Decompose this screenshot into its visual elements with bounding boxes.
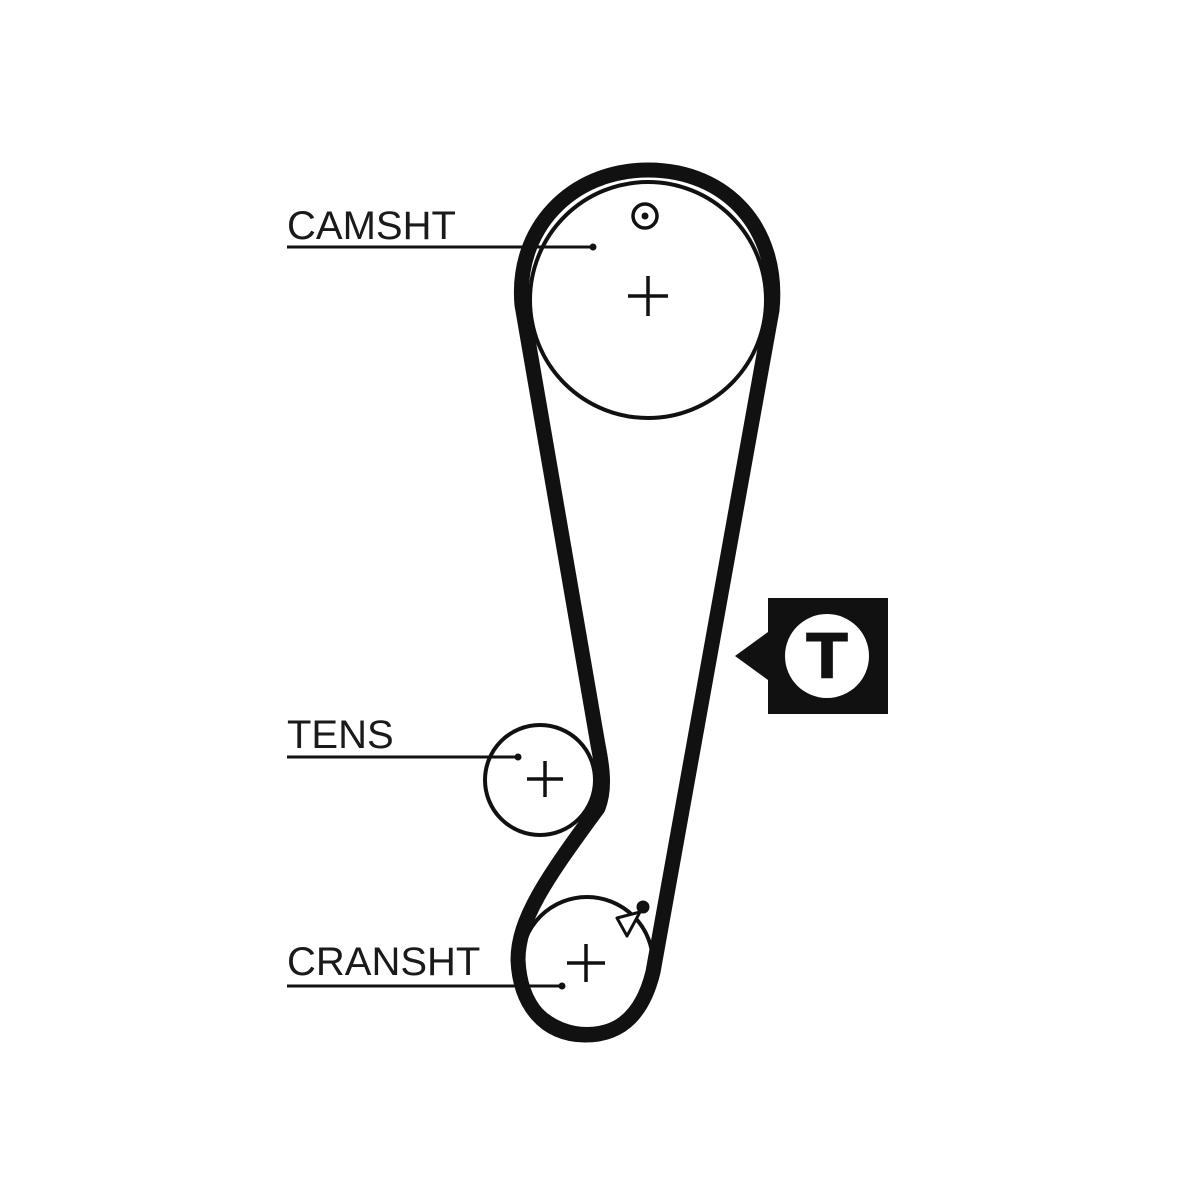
tensioner-callout: TENS xyxy=(287,713,522,761)
crankshaft-callout: CRANSHT xyxy=(287,940,566,990)
tensioner-label: TENS xyxy=(287,713,394,757)
tension-badge-circle xyxy=(785,614,869,698)
timing-mark-dot-icon xyxy=(636,900,650,914)
camshaft-callout: CAMSHT xyxy=(287,204,597,251)
timing-belt xyxy=(510,162,781,1043)
tension-badge-letter: T xyxy=(806,620,848,693)
crankshaft-label: CRANSHT xyxy=(287,940,480,984)
tensioner-center-plus-icon xyxy=(527,761,563,797)
timing-mark-dot-in-circle-icon xyxy=(631,202,659,230)
tension-badge: T xyxy=(735,598,888,714)
camshaft-leader-dot xyxy=(589,243,597,251)
camshaft-label: CAMSHT xyxy=(287,204,456,248)
crankshaft-timing-notch xyxy=(615,910,642,938)
crankshaft-leader-dot xyxy=(558,982,566,990)
tensioner-leader-dot xyxy=(514,753,522,761)
crankshaft-center-plus-icon xyxy=(567,944,605,982)
camshaft-center-plus-icon xyxy=(628,276,668,316)
